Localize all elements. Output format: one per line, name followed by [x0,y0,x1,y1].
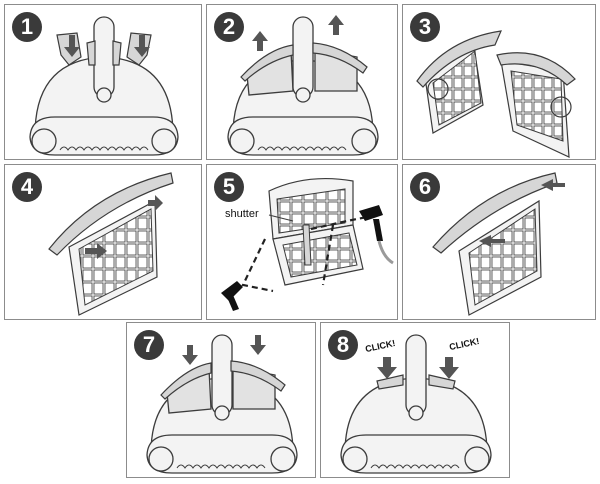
lid-right [312,42,368,74]
step-4-panel: 4 [4,164,202,320]
filter-lid [432,172,558,254]
lift-arrow-left [252,31,268,51]
step-1-panel: 1 [4,4,202,160]
latch-left [56,32,96,66]
opened-filter [268,177,364,286]
step-number-badge: 1 [12,12,42,42]
wheel-right [464,446,490,472]
latch-left [376,374,404,390]
wheel-left [31,128,57,154]
step-7-illustration [146,334,298,474]
spray-path-center [321,224,335,286]
wheel-right [151,128,177,154]
step-4-illustration [48,172,174,316]
lid-left [160,362,212,400]
track [146,434,298,474]
step-8-panel: 8 CLICK! CLICK! [320,322,510,478]
step-3-panel: 3 [402,4,596,160]
track [340,434,492,474]
spray-path-left [241,238,274,293]
step-7-panel: 7 [126,322,316,478]
handle-hub [96,87,112,103]
step-8-illustration [340,334,492,474]
press-arrow-left [64,35,80,57]
step-1-illustration [29,16,179,156]
clip-highlight [427,78,449,100]
hose-nozzle-right [359,205,383,241]
handle-hub [295,87,311,103]
filter-right-removed [496,52,576,158]
step-number-badge: 4 [12,172,42,202]
robot-handle [292,16,314,98]
track-left [29,116,179,156]
robot-handle [93,16,115,98]
lid-left [240,44,294,82]
wheel-left [229,128,255,154]
wheel-right [351,128,377,154]
release-arrow-top [148,195,163,211]
handle-hub [214,405,230,421]
wheel-left [342,446,368,472]
step-number-badge: 2 [214,12,244,42]
handle-hub [408,405,424,421]
shutter-label: shutter [225,208,259,220]
release-arrow-side [85,243,107,259]
hose-nozzle-left [221,281,243,311]
step-6-panel: 6 [402,164,596,320]
insert-arrow-right [250,335,266,355]
track [227,116,379,156]
close-arrow-side [479,235,505,247]
step-number-badge: 8 [328,330,358,360]
step-number-badge: 5 [214,172,244,202]
step-5-illustration [221,177,394,311]
press-arrow-left [377,357,397,379]
step-3-illustration [416,30,576,158]
press-arrow-right [134,35,150,57]
step-number-badge: 3 [410,12,440,42]
filter-left-removed [416,30,502,134]
lid-right [230,360,286,392]
wheel-right [270,446,296,472]
clip-highlight [550,96,572,118]
insert-arrow-left [182,345,198,365]
step-number-badge: 7 [134,330,164,360]
close-arrow-top [541,179,565,191]
latch-right [428,374,456,390]
step-5-panel: 5 shutter [206,164,398,320]
step-number-badge: 6 [410,172,440,202]
spray-path-right [310,215,368,231]
filter-lid [48,172,174,256]
wheel-left [148,446,174,472]
robot-handle [405,334,427,416]
shutter [302,224,312,266]
press-arrow-right [439,357,459,379]
step-6-illustration [432,172,565,316]
step-2-illustration [227,15,379,156]
step-2-panel: 2 [206,4,398,160]
robot-handle [211,334,233,416]
shutter-leader-line [268,214,294,222]
lift-arrow-right [328,15,344,35]
